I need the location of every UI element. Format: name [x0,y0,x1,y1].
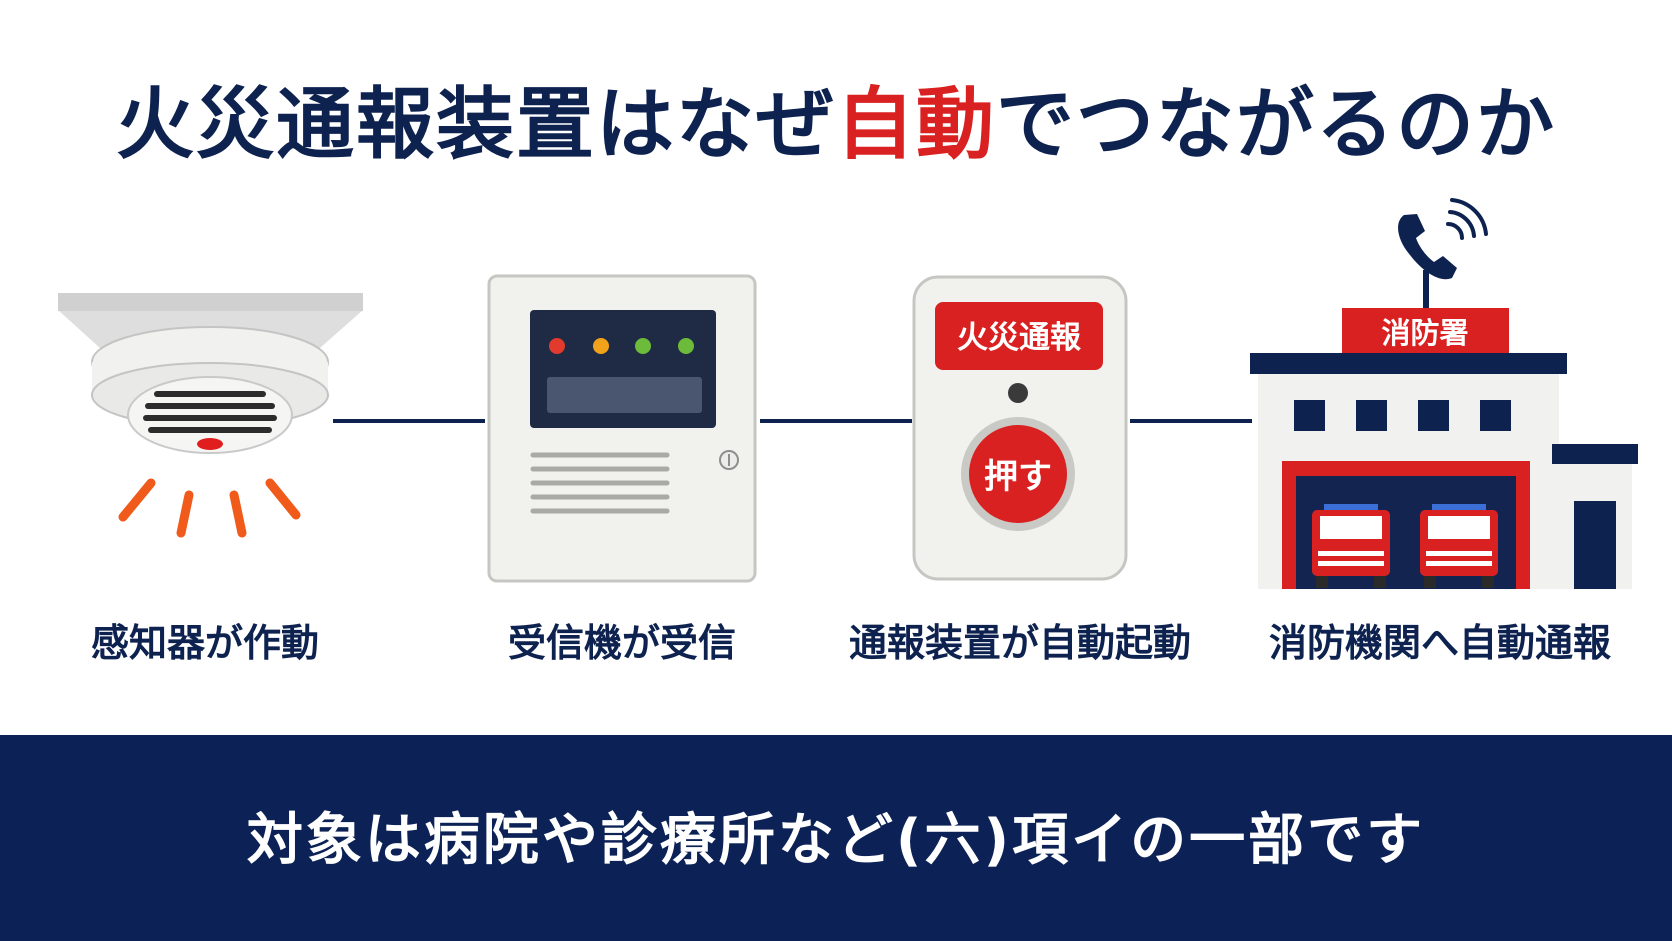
fire-truck-icon [1312,504,1390,588]
alarm-device-icon: 火災通報 押す [912,275,1128,581]
flow-diagram: 火災通報 押す 消防署 [58,198,1638,589]
title-accent: 自動 [835,80,996,170]
fire-truck-icon [1420,504,1498,588]
step-label-detector: 感知器が作動 [90,621,319,665]
push-button-label: 押す [984,457,1052,497]
title-part-1: 火災通報装置はなぜ [115,80,836,170]
page-title: 火災通報装置はなぜ自動でつながるのか [0,62,1672,174]
footer-text: 対象は病院や診療所など(六)項イの一部です [246,808,1426,873]
title-part-2: でつながるのか [996,80,1557,170]
footer-banner: 対象は病院や診療所など(六)項イの一部です [0,735,1672,941]
step-label-device: 通報装置が自動起動 [848,621,1191,665]
step-label-station: 消防機関へ自動通報 [1268,621,1611,665]
device-header-label: 火災通報 [957,320,1082,356]
station-sign-label: 消防署 [1381,316,1468,350]
phone-icon [1398,198,1488,308]
smoke-detector-icon [58,293,363,538]
receiver-panel-icon [487,274,757,583]
step-label-receiver: 受信機が受信 [507,621,736,665]
fire-station-icon: 消防署 [1250,198,1638,589]
